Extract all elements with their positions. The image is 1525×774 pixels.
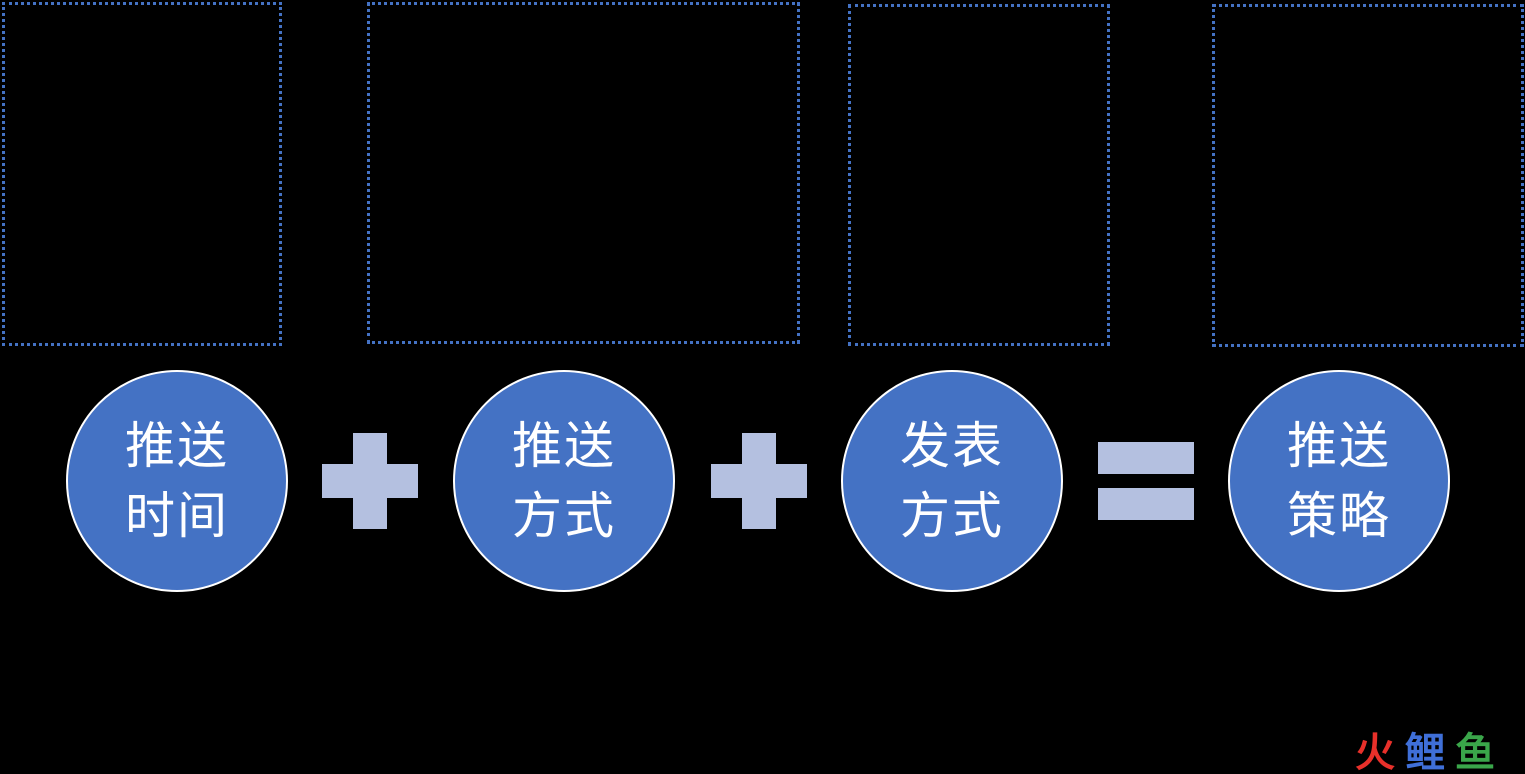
- circle-publish-method-line1: 发表: [900, 417, 1004, 475]
- circle-push-method-line1: 推送: [512, 417, 616, 475]
- circle-push-time-line2: 时间: [125, 487, 229, 545]
- logo-char-3: 鱼: [1455, 730, 1495, 772]
- circle-publish-method-line2: 方式: [900, 487, 1004, 545]
- plus-icon-1: [322, 433, 418, 529]
- huoliyu-logo: 火 鲤 鱼: [1355, 730, 1495, 772]
- circle-push-time: 推送 时间: [66, 370, 288, 592]
- circle-push-time-line1: 推送: [125, 417, 229, 475]
- circle-push-method-line2: 方式: [512, 487, 616, 545]
- dashed-box-1: [2, 2, 282, 346]
- dashed-box-3: [848, 4, 1110, 346]
- circle-push-strategy-line2: 策略: [1287, 487, 1391, 545]
- logo-char-2: 鲤: [1405, 730, 1445, 772]
- circle-push-method: 推送 方式: [453, 370, 675, 592]
- plus-icon-2: [711, 433, 807, 529]
- dashed-box-2: [367, 2, 800, 344]
- circle-push-strategy: 推送 策略: [1228, 370, 1450, 592]
- logo-char-1: 火: [1355, 730, 1395, 772]
- circle-push-strategy-line1: 推送: [1287, 417, 1391, 475]
- dashed-box-4: [1212, 4, 1524, 347]
- equals-icon: [1098, 442, 1194, 520]
- circle-publish-method: 发表 方式: [841, 370, 1063, 592]
